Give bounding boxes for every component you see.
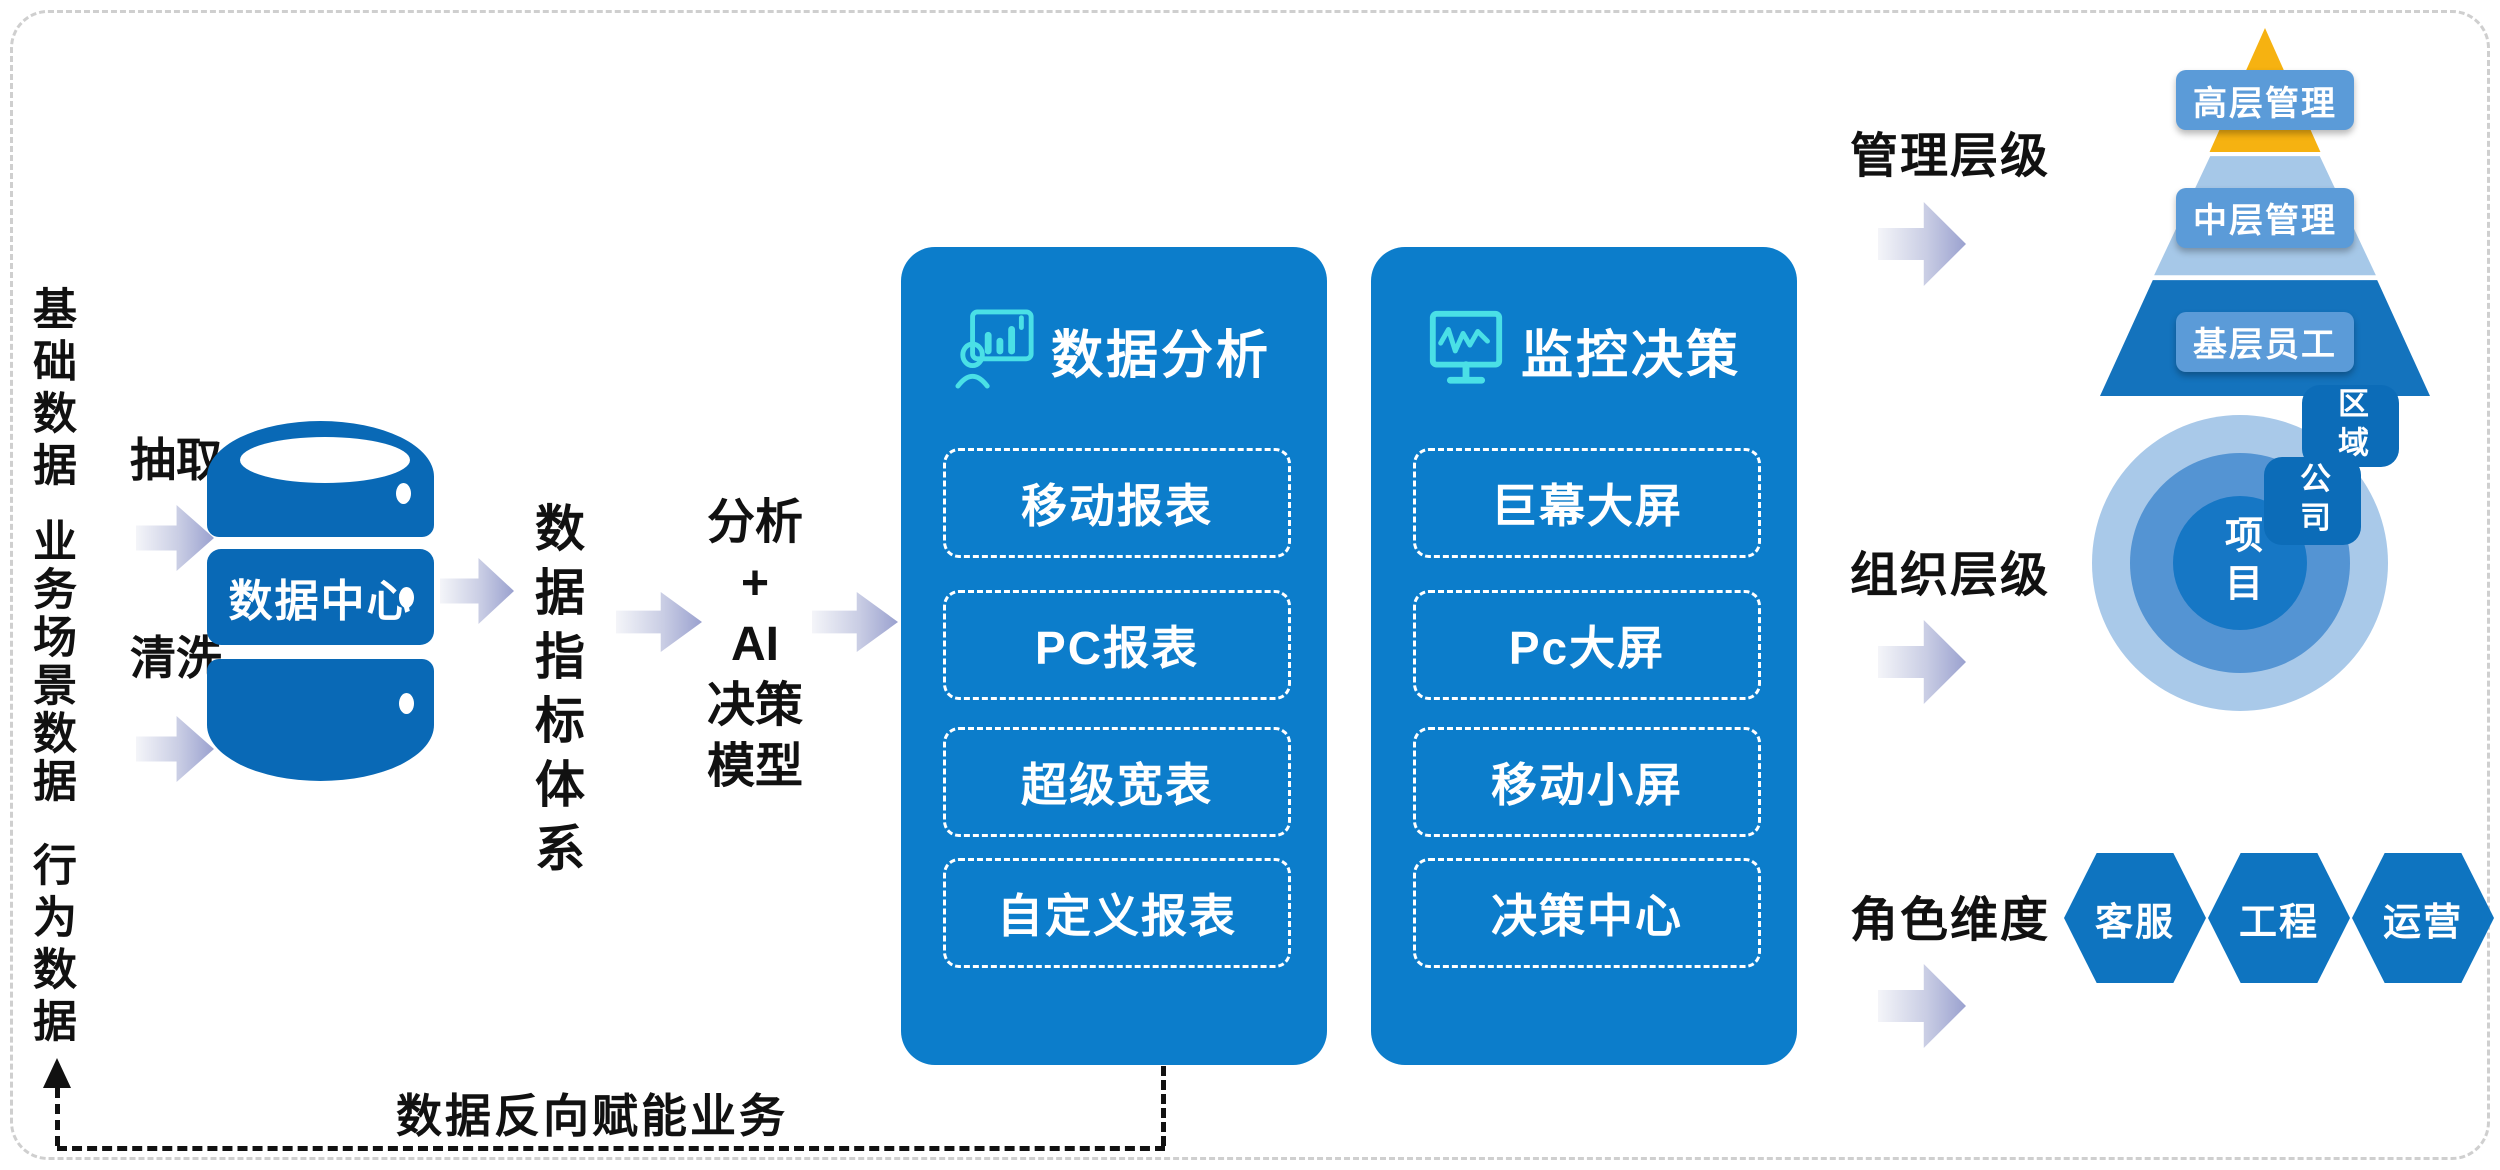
- database-dot: [399, 587, 414, 608]
- panel-item: 自定义报表: [943, 858, 1291, 968]
- feedback-up-arrow-icon: [43, 1058, 71, 1088]
- organization-level-label: 组织层级: [1850, 549, 2051, 602]
- pyramid-level-chip: 高层管理: [2176, 70, 2354, 131]
- model-line: 分析: [706, 496, 803, 549]
- panel-item: Pc大屏: [1413, 590, 1761, 700]
- model-line: 决策: [706, 679, 803, 732]
- organization-rings: 项目 区域 公司: [2092, 385, 2399, 711]
- org-region-label: 区域: [2333, 387, 2368, 465]
- role-label: 客服: [2094, 901, 2175, 944]
- pyramid-level-chip: 中层管理: [2176, 187, 2354, 248]
- panel-data-analysis: 数据分析 移动报表 PC报表 超级宽表 自定义报表: [901, 247, 1327, 1065]
- role-label: 运营: [2382, 901, 2463, 944]
- role-hexagon: 客服: [2064, 853, 2206, 983]
- presenter-bar-chart-icon: [955, 309, 1034, 389]
- org-region-tag: 区域: [2302, 385, 2399, 467]
- database-top-segment: [207, 421, 434, 537]
- panel-monitor-decision: 监控决策 巨幕大屏 Pc大屏 移动小屏 决策中心: [1371, 247, 1797, 1065]
- dashed-border-frame: [10, 10, 2490, 1160]
- role-label: 工程: [2238, 901, 2319, 944]
- panel-item: 移动报表: [943, 448, 1291, 558]
- clean-label: 清洗: [130, 632, 222, 684]
- ai-model-block: 分析 + AI 决策 模型: [694, 492, 816, 797]
- panel-item: 超级宽表: [943, 727, 1291, 837]
- feedback-left-line: [55, 1088, 60, 1146]
- database-dot: [396, 483, 411, 504]
- source-label-business-scene-data: 业务场景数据: [26, 518, 75, 806]
- database-opening: [240, 437, 410, 483]
- org-company-tag: 公司: [2264, 457, 2361, 545]
- source-label-behavior-data: 行为数据: [26, 842, 75, 1050]
- model-line: 模型: [706, 740, 803, 793]
- panel-item: 移动小屏: [1413, 727, 1761, 837]
- panel-title: 监控决策: [1521, 327, 1742, 385]
- role-hexagon: 运营: [2352, 853, 2494, 983]
- panel-item: 决策中心: [1413, 858, 1761, 968]
- indicator-system-label: 数据指标体系: [528, 502, 584, 886]
- pyramid-level-chip: 基层员工: [2176, 311, 2354, 372]
- feedback-right-line: [1161, 1066, 1166, 1146]
- database-bottom-segment: [207, 659, 434, 781]
- database-center-segment: 数据中心: [207, 549, 434, 645]
- database-label: 数据中心: [228, 577, 413, 626]
- feedback-bottom-line: [57, 1146, 1165, 1151]
- management-pyramid: 高层管理 中层管理 基层员工: [2100, 28, 2430, 396]
- panel-item: 巨幕大屏: [1413, 448, 1761, 558]
- monitor-waveform-icon: [1429, 310, 1503, 384]
- database-dot: [399, 693, 414, 714]
- org-company-label: 公司: [2295, 462, 2330, 540]
- management-level-label: 管理层级: [1850, 130, 2051, 183]
- model-line: AI: [731, 618, 779, 671]
- panel-item: PC报表: [943, 590, 1291, 700]
- model-line: +: [740, 557, 770, 610]
- panel-title: 数据分析: [1051, 327, 1272, 385]
- org-project-label: 项目: [2218, 515, 2261, 611]
- role-dimension-label: 角色维度: [1850, 894, 2051, 947]
- extract-label: 抽取: [130, 434, 222, 486]
- role-hexagon: 工程: [2208, 853, 2350, 983]
- feedback-label: 数据反向赋能业务: [396, 1090, 788, 1142]
- source-label-basic-data: 基础数据: [26, 286, 75, 494]
